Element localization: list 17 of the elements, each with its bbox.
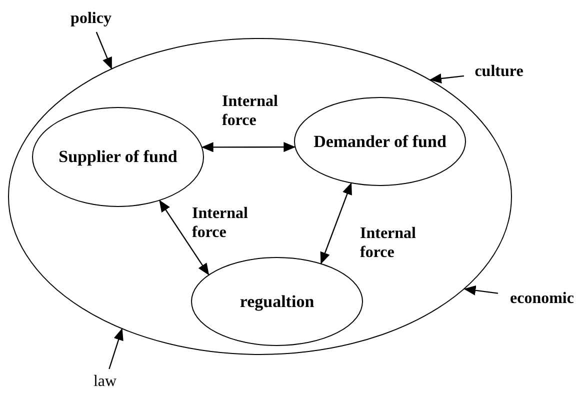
arrow bbox=[96, 32, 112, 70]
ellipse-node bbox=[294, 97, 466, 186]
factor-label: law bbox=[88, 371, 122, 393]
node-label: Supplier of fund bbox=[58, 146, 178, 168]
node-label: Demander of fund bbox=[314, 130, 446, 152]
arrow bbox=[159, 200, 210, 276]
node-label: regualtion bbox=[240, 290, 314, 312]
factor-label: economic bbox=[500, 288, 584, 310]
ellipse-node bbox=[191, 257, 363, 346]
arrow bbox=[464, 285, 498, 296]
arrow bbox=[429, 74, 464, 84]
arrow bbox=[108, 328, 124, 370]
ellipse-node bbox=[32, 107, 204, 207]
arrow bbox=[201, 142, 296, 152]
arrow bbox=[320, 182, 352, 264]
factor-label: culture bbox=[466, 61, 532, 83]
factor-label: policy bbox=[64, 8, 118, 30]
